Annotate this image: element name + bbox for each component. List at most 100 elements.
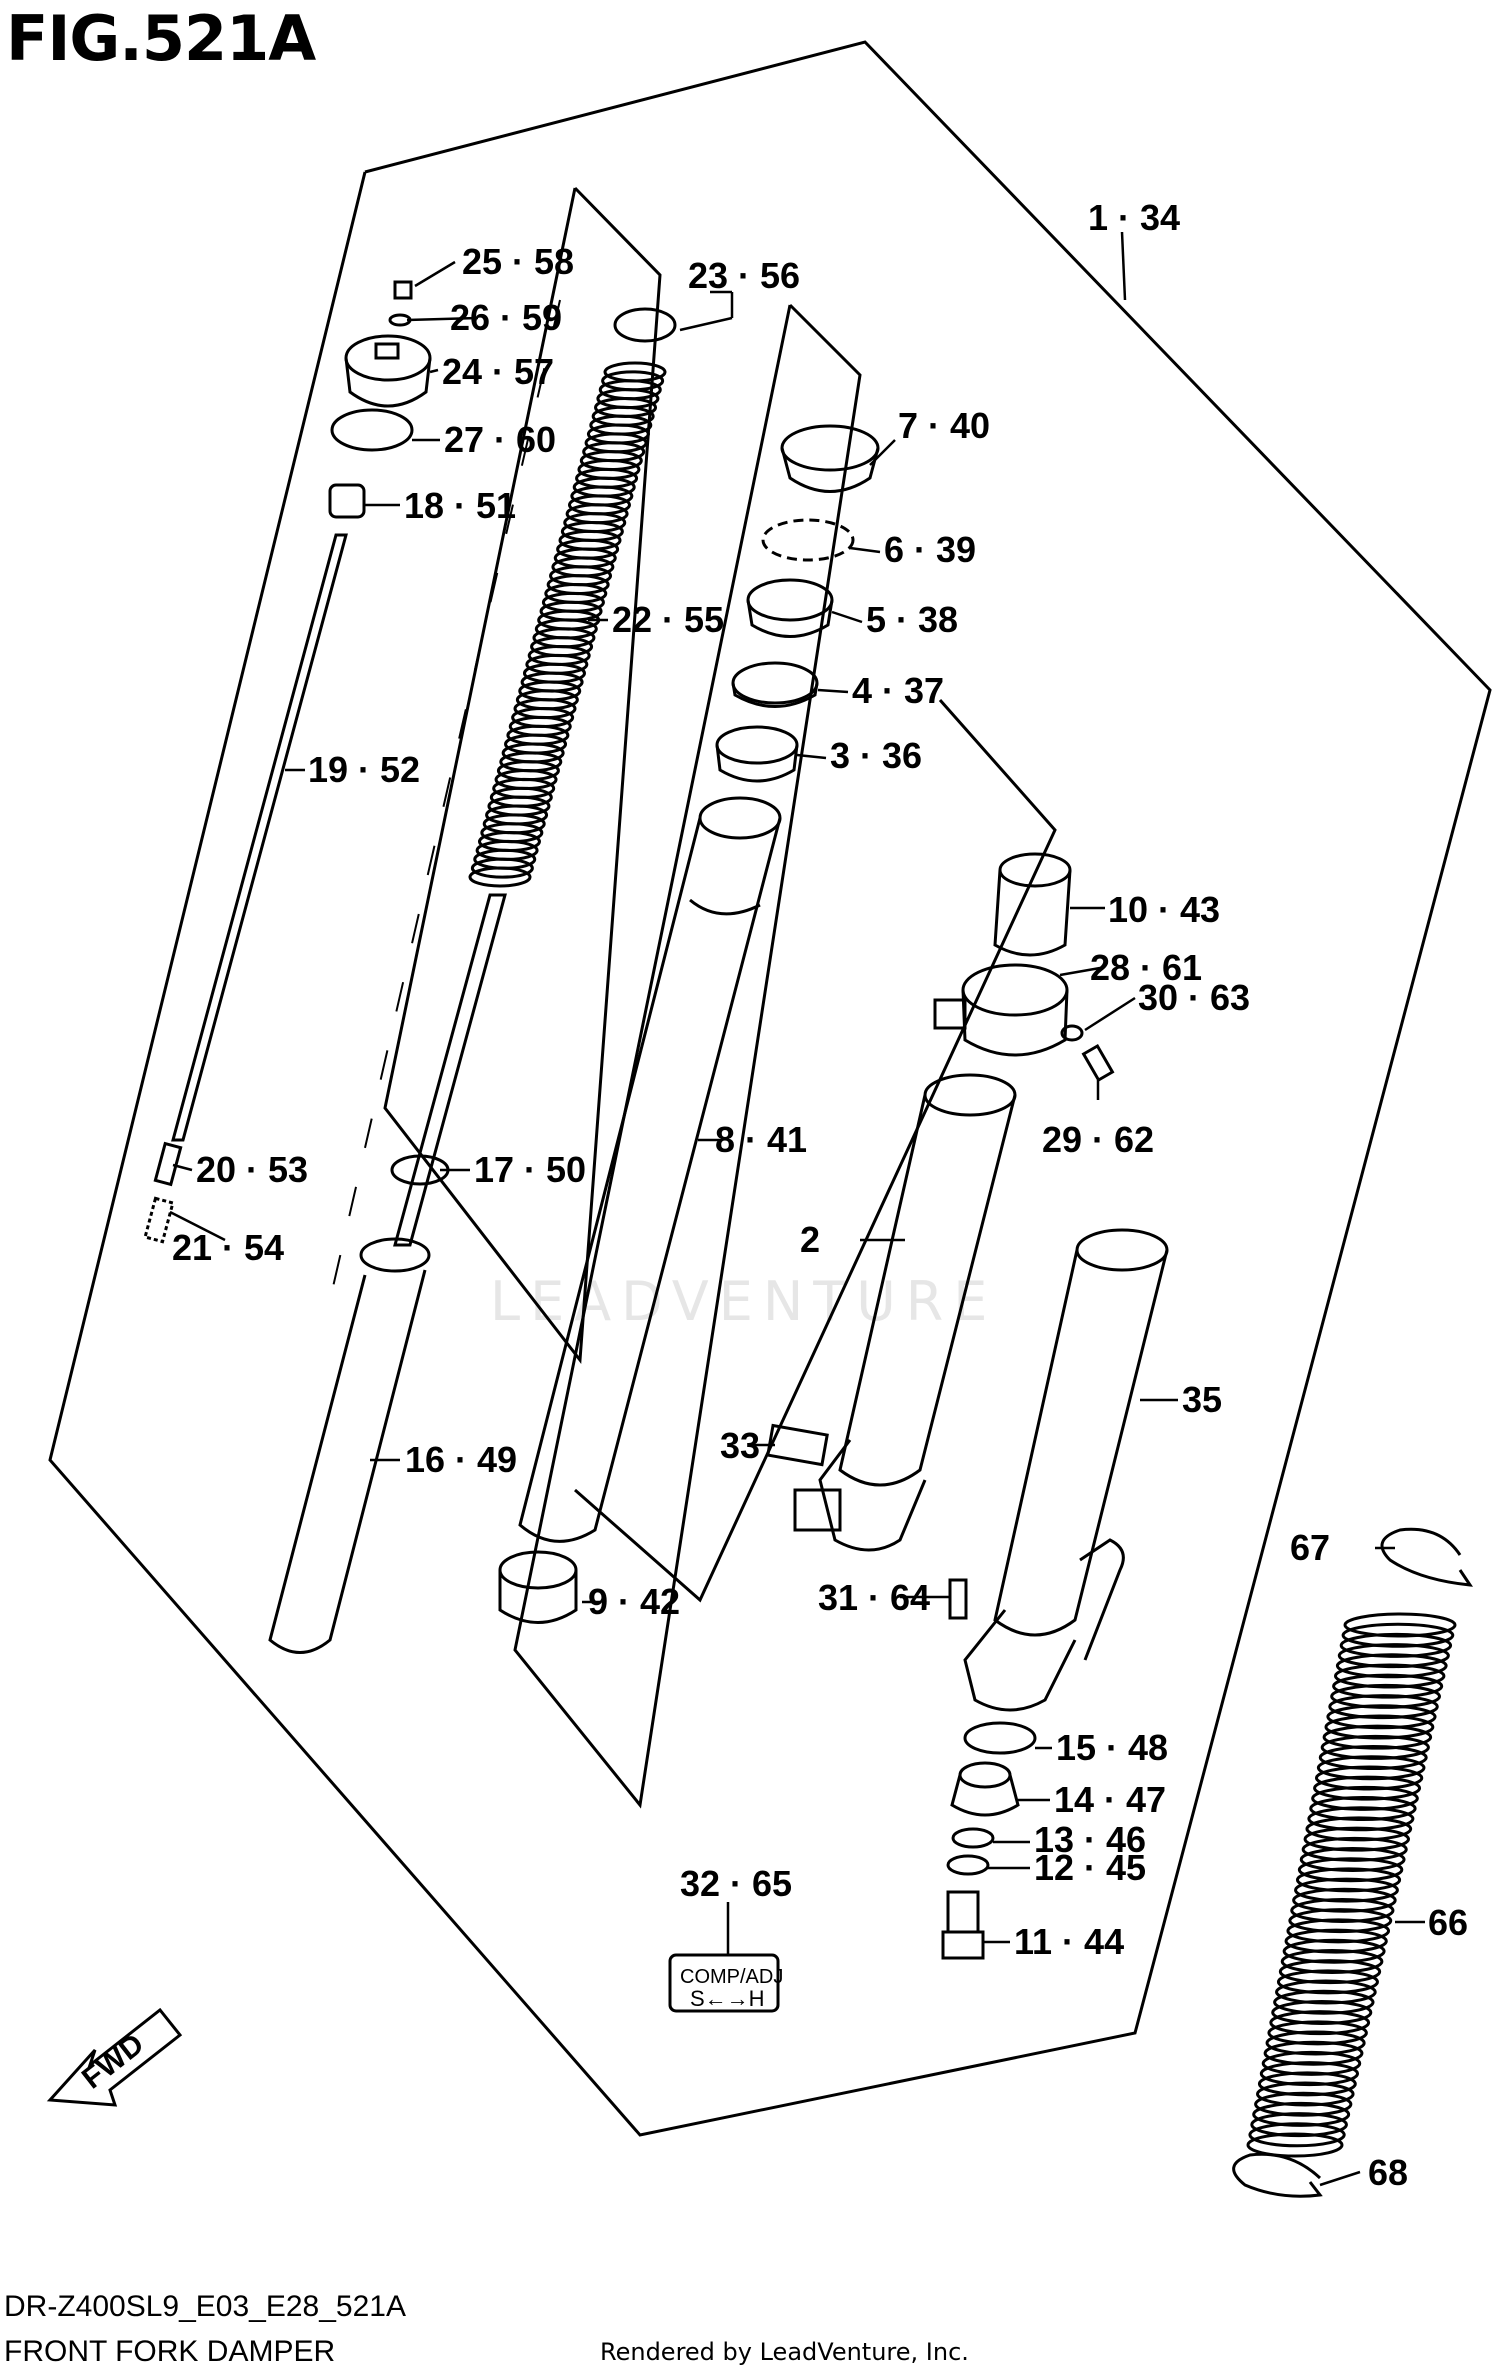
boot-fold — [1320, 1734, 1430, 1760]
inner-tube-8 — [518, 796, 782, 1543]
label-12: 12 · 45 — [1034, 1847, 1146, 1888]
boot-fold — [1316, 1755, 1426, 1781]
label-17: 17 · 50 — [474, 1149, 586, 1190]
boot-fold — [1288, 1908, 1393, 1934]
boot-fold — [1307, 1806, 1415, 1832]
label-9: 9 · 42 — [588, 1581, 680, 1622]
clip-68 — [1232, 2152, 1323, 2198]
label-1: 1 · 34 — [1088, 197, 1180, 238]
label-25: 25 · 58 — [462, 241, 574, 282]
fork-cap-24 — [344, 334, 432, 408]
label-15: 15 · 48 — [1056, 1727, 1168, 1768]
assembly-outline — [48, 40, 1492, 2137]
spring-22 — [468, 361, 667, 888]
rod-19 — [171, 533, 348, 1142]
bushing-3 — [715, 725, 799, 783]
boot-fold — [1269, 2010, 1371, 2036]
fork-boot-66 — [1246, 1612, 1457, 2158]
boot-fold — [1248, 2122, 1346, 2148]
boot-fold — [1254, 2091, 1353, 2117]
label-26: 26 · 59 — [450, 297, 562, 338]
boot-fold — [1332, 1673, 1444, 1699]
boot-fold — [1257, 2071, 1357, 2097]
outer-tube-35 — [963, 1228, 1169, 1712]
spring-coil — [470, 857, 534, 879]
boot-fold — [1311, 1785, 1419, 1811]
boot-fold — [1303, 1826, 1410, 1852]
boot-fold — [1305, 1816, 1413, 1842]
boot-fold — [1322, 1724, 1433, 1750]
label-23: 23 · 56 — [688, 255, 800, 296]
boot-fold — [1276, 1969, 1379, 1995]
label-10: 10 · 43 — [1108, 889, 1220, 930]
label-plate-32 — [668, 1953, 780, 2013]
boot-fold — [1295, 1867, 1402, 1893]
outer-tube-bracket — [574, 699, 1057, 1603]
boot-fold — [1275, 1979, 1377, 2005]
part-labels: 1 · 34 2 3 · 36 4 · 37 5 · 38 6 · 39 7 ·… — [76, 197, 1468, 2193]
boot-fold — [1286, 1918, 1391, 1944]
label-20: 20 · 53 — [196, 1149, 308, 1190]
spring-21 — [143, 1196, 175, 1244]
label-35: 35 — [1182, 1379, 1222, 1420]
label-7: 7 · 40 — [898, 405, 990, 446]
label-18: 18 · 51 — [404, 485, 516, 526]
bolt-25 — [388, 280, 413, 327]
boot-fold — [1290, 1897, 1395, 1923]
boot-fold — [1265, 2030, 1366, 2056]
boot-fold — [1271, 1999, 1373, 2025]
bolt-29 — [1081, 1043, 1115, 1083]
boot-fold — [1339, 1632, 1453, 1658]
bracket-33 — [766, 1423, 829, 1467]
boot-fold — [1324, 1714, 1435, 1740]
boot-fold — [1335, 1653, 1448, 1679]
washer-4 — [731, 661, 819, 708]
label-30: 30 · 63 — [1138, 977, 1250, 1018]
label-2: 2 — [800, 1219, 820, 1260]
label-5: 5 · 38 — [866, 599, 958, 640]
boot-fold — [1294, 1877, 1399, 1903]
boot-fold — [1246, 2132, 1344, 2158]
boot-fold — [1282, 1938, 1386, 1964]
fwd-arrow — [46, 2007, 183, 2107]
dust-seal-7 — [780, 424, 880, 493]
boot-fold — [1309, 1796, 1417, 1822]
cartridge-bracket — [513, 303, 862, 1809]
label-6: 6 · 39 — [884, 529, 976, 570]
boot-fold — [1333, 1663, 1446, 1689]
guide-10 — [993, 852, 1072, 957]
washer-30 — [1060, 1024, 1084, 1042]
section-title: FRONT FORK DAMPER — [4, 2335, 336, 2368]
label-66: 66 — [1428, 1902, 1468, 1943]
boot-fold — [1261, 2050, 1362, 2076]
label-19: 19 · 52 — [308, 749, 420, 790]
boot-fold — [1343, 1612, 1457, 1638]
pin-20 — [153, 1141, 183, 1187]
label-67: 67 — [1290, 1527, 1330, 1568]
label-32: 32 · 65 — [680, 1863, 792, 1904]
boot-fold — [1263, 2040, 1364, 2066]
comp-adj-line2: S←→H — [690, 1986, 765, 2011]
label-16: 16 · 49 — [405, 1439, 517, 1480]
label-13: 13 · 46 — [1034, 1819, 1146, 1860]
label-11: 11 · 44 — [1014, 1921, 1124, 1962]
boot-fold — [1280, 1948, 1384, 1974]
label-33: 33 — [720, 1425, 760, 1466]
leader-lines — [169, 231, 1425, 2187]
bolt-31 — [948, 1578, 968, 1620]
label-28: 28 · 61 — [1090, 947, 1202, 988]
damper-rod-bracket — [383, 186, 662, 1365]
boot-fold — [1252, 2101, 1351, 2127]
boot-fold — [1273, 1989, 1375, 2015]
boot-fold — [1278, 1959, 1382, 1985]
label-24: 24 · 57 — [442, 351, 554, 392]
label-68: 68 — [1368, 2152, 1408, 2193]
boot-fold — [1259, 2061, 1360, 2087]
damper-16 — [268, 893, 507, 1654]
label-22: 22 · 55 — [612, 599, 724, 640]
boot-fold — [1326, 1704, 1437, 1730]
boot-fold — [1267, 2020, 1368, 2046]
boot-fold — [1284, 1928, 1388, 1954]
bush-9 — [498, 1550, 578, 1624]
